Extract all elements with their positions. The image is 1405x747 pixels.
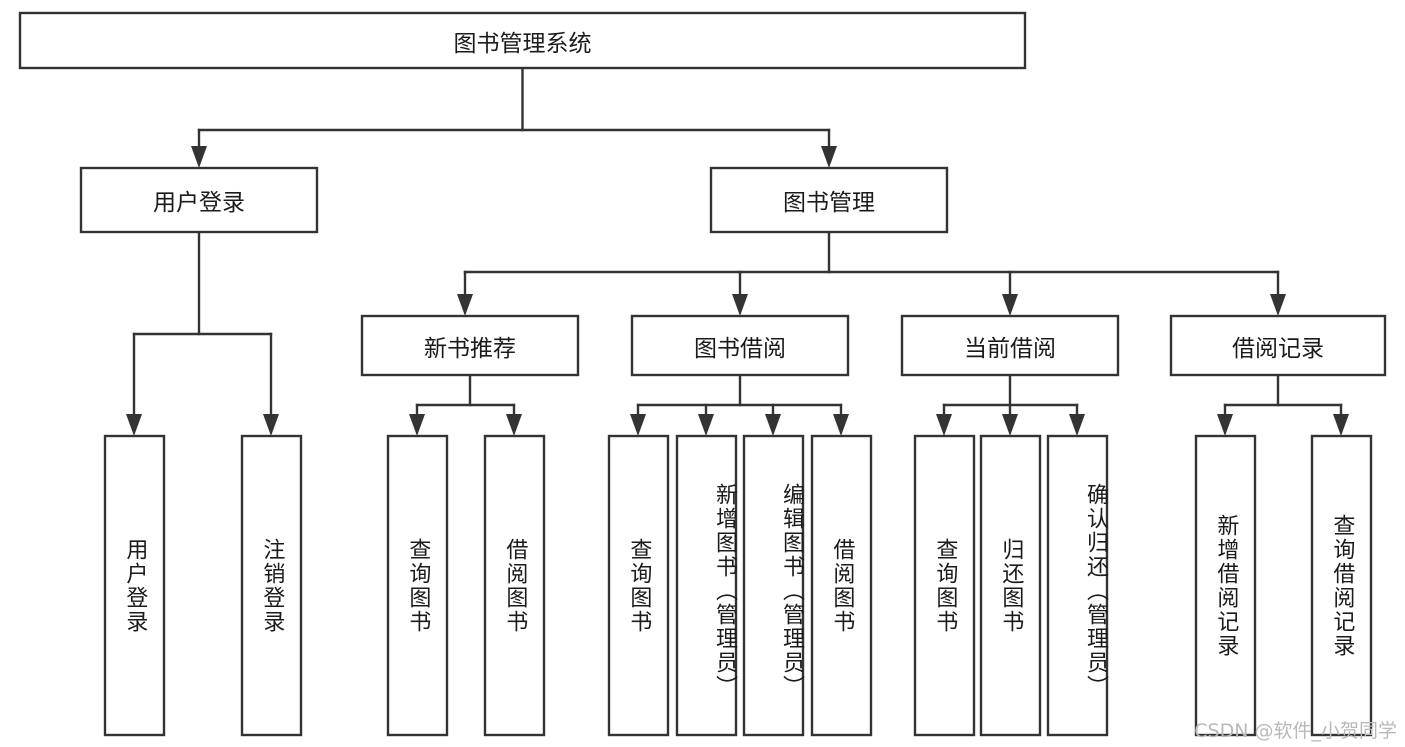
leaf-label-add-borrow-record: 新增借阅记录 (1213, 513, 1239, 658)
arrow-current-leaf1 (936, 414, 952, 436)
arrow-current-leaf2 (1002, 414, 1018, 436)
connector-layer (126, 66, 1349, 436)
node-box-layer (18, 11, 1387, 737)
node-box-leaf-query-book-2[interactable] (607, 434, 670, 737)
leaf-label-edit-book-admin: 编辑图书（管理员） (779, 482, 804, 699)
leaf-label-query-book-2: 查询图书 (626, 537, 652, 634)
node-box-leaf-confirm-return-admin[interactable] (1046, 434, 1109, 737)
page-title: 图书管理系统 (453, 30, 592, 57)
arrow-bookmgmt-c4 (1270, 294, 1286, 316)
node-label-borrow-record: 借阅记录 (1232, 335, 1324, 362)
node-box-leaf-edit-book-admin[interactable] (742, 434, 805, 737)
node-label-wrap-book-management: 图书管理 (711, 168, 947, 232)
arrow-userlogin-leaf1 (126, 414, 142, 436)
arrow-bookmgmt-c1 (457, 294, 473, 316)
node-box-leaf-query-book-3[interactable] (913, 434, 976, 737)
node-box-current-borrow[interactable] (900, 314, 1120, 377)
arrow-bookmgmt-c2 (732, 294, 748, 316)
node-box-leaf-add-book-admin[interactable] (675, 434, 738, 737)
leaf-label-query-borrow-record: 查询借阅记录 (1329, 513, 1355, 658)
arrow-record-leaf1 (1217, 414, 1233, 436)
node-box-leaf-user-login[interactable] (103, 434, 166, 737)
leaf-label-borrow-book-2: 借阅图书 (829, 537, 855, 634)
watermark-text: CSDN @软件_小贺同学 (1194, 720, 1397, 742)
node-label-wrap-user-login: 用户登录 (81, 168, 317, 232)
node-label-user-login: 用户登录 (153, 190, 245, 216)
arrow-borrow-leaf1 (630, 414, 646, 436)
arrow-newbook-leaf2 (506, 414, 522, 436)
node-box-leaf-query-borrow-record[interactable] (1310, 434, 1373, 737)
leaf-label-borrow-book-1: 借阅图书 (502, 537, 528, 634)
root-title-wrap: 图书管理系统 (20, 13, 1025, 68)
leaf-label-add-book-admin: 新增图书（管理员） (712, 482, 737, 699)
leaf-label-user-login: 用户登录 (122, 537, 148, 634)
node-label-wrap-current-borrow: 当前借阅 (902, 316, 1118, 375)
node-label-wrap-new-book-recommend: 新书推荐 (362, 316, 578, 375)
arrow-root-to-book-mgmt (821, 146, 837, 168)
leaf-label-query-book-3: 查询图书 (932, 537, 958, 634)
node-box-book-management[interactable] (709, 166, 949, 234)
arrow-root-to-user-login (191, 146, 207, 168)
node-label-book-management: 图书管理 (783, 190, 875, 216)
node-box-leaf-query-book-1[interactable] (386, 434, 449, 737)
node-label-wrap-borrow-record: 借阅记录 (1171, 316, 1385, 375)
node-box-book-borrow[interactable] (630, 314, 850, 377)
leaf-label-confirm-return-admin: 确认归还（管理员） (1083, 482, 1108, 699)
node-box-root[interactable] (18, 11, 1027, 70)
leaf-label-query-book-1: 查询图书 (405, 537, 431, 634)
node-box-user-login[interactable] (79, 166, 319, 234)
node-label-book-borrow: 图书借阅 (694, 335, 786, 362)
arrow-bookmgmt-c3 (1002, 294, 1018, 316)
node-box-leaf-logout-login[interactable] (240, 434, 303, 737)
arrow-current-leaf3 (1069, 414, 1085, 436)
node-box-new-book-recommend[interactable] (360, 314, 580, 377)
arrow-borrow-leaf2 (698, 414, 714, 436)
arrow-newbook-leaf1 (409, 414, 425, 436)
arrow-borrow-leaf3 (765, 414, 781, 436)
node-box-leaf-return-book[interactable] (979, 434, 1042, 737)
arrow-borrow-leaf4 (833, 414, 849, 436)
arrow-userlogin-leaf2 (263, 414, 279, 436)
leaf-label-logout-login: 注销登录 (259, 537, 285, 634)
node-box-leaf-borrow-book-1[interactable] (483, 434, 546, 737)
node-box-leaf-add-borrow-record[interactable] (1194, 434, 1257, 737)
node-label-new-book-recommend: 新书推荐 (424, 335, 516, 362)
node-label-wrap-book-borrow: 图书借阅 (632, 316, 848, 375)
node-box-leaf-borrow-book-2[interactable] (810, 434, 873, 737)
node-label-current-borrow: 当前借阅 (964, 335, 1056, 362)
leaf-label-return-book: 归还图书 (998, 537, 1024, 634)
node-box-borrow-record[interactable] (1169, 314, 1387, 377)
arrow-record-leaf2 (1333, 414, 1349, 436)
